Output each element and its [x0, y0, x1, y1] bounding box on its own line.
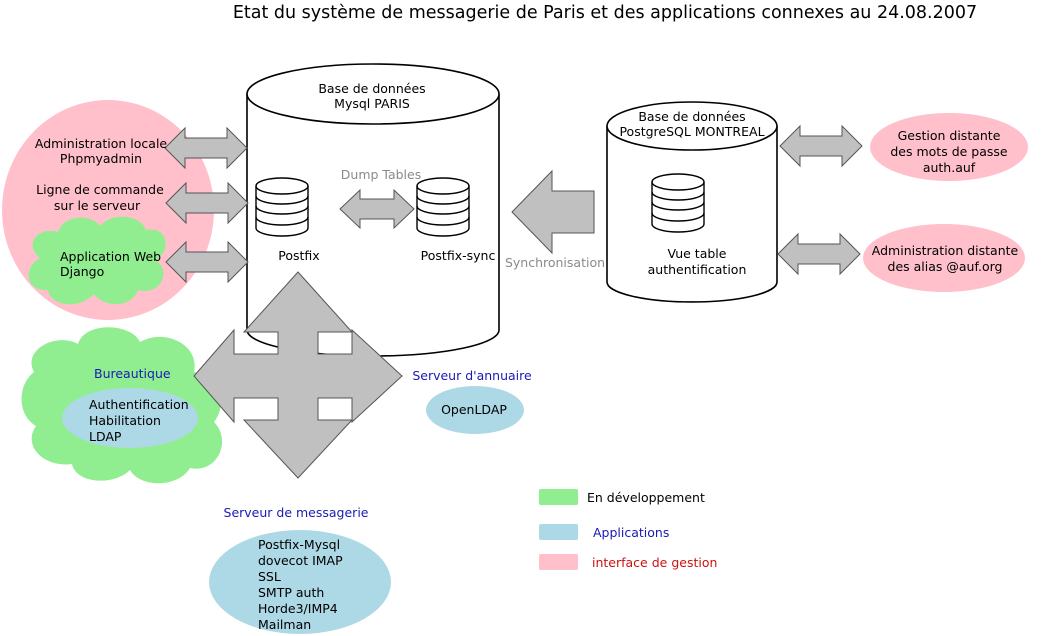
gestion-distante-label-3: auth.auf: [923, 160, 976, 175]
legend-label-apps: Applications: [593, 525, 669, 540]
vue-table-disk-icon: [651, 173, 705, 233]
messagerie-ellipse: [209, 530, 391, 634]
openldap-label: OpenLDAP: [441, 402, 507, 417]
ligne-commande-double-arrow: [165, 181, 249, 225]
bureautique-item-3: LDAP: [89, 429, 122, 444]
app-web-label-1: Application Web: [60, 249, 161, 264]
app-web-label-2: Django: [60, 264, 104, 279]
openldap-ellipse: [426, 386, 524, 434]
postfix-sync-disk-icon: [416, 177, 470, 237]
bureautique-item-2: Habilitation: [89, 413, 161, 428]
admin-locale-double-arrow: [164, 126, 248, 170]
diagram-title: Etat du système de messagerie de Paris e…: [233, 3, 977, 23]
messagerie-item-5: Horde3/IMP4: [258, 601, 338, 616]
db-paris-label-2: Mysql PARIS: [334, 96, 410, 111]
admin-distante-double-arrow: [777, 232, 861, 276]
four-way-arrow: [193, 271, 403, 479]
gestion-distante-label-1: Gestion distante: [898, 128, 1001, 143]
db-montreal-label-2: PostgreSQL MONTREAL: [619, 124, 764, 139]
gestion-distante-label-2: des mots de passe: [890, 144, 1008, 159]
messagerie-item-1: Postfix-Mysql: [258, 537, 340, 552]
synchronisation-arrow: [511, 169, 595, 255]
legend-swatch-gestion: [539, 554, 578, 570]
admin-distante-label-2: des alias @auf.org: [888, 259, 1003, 274]
legend-swatch-dev: [539, 489, 578, 505]
gestion-distante-ellipse: [870, 113, 1028, 181]
legend-label-gestion: interface de gestion: [592, 555, 717, 570]
dump-tables-double-arrow: [339, 188, 415, 230]
postfix-disk-icon: [255, 177, 309, 237]
db-montreal-label-1: Base de données: [638, 109, 745, 124]
bureautique-apps-ellipse: [62, 388, 198, 448]
db-paris-label-1: Base de données: [318, 81, 425, 96]
ligne-commande-label-1: Ligne de commande: [36, 182, 164, 197]
ligne-commande-label-2: sur le serveur: [54, 198, 141, 213]
postfix-label: Postfix: [278, 248, 319, 263]
legend-swatch-apps: [539, 524, 578, 540]
messagerie-item-6: Mailman: [258, 617, 311, 632]
admin-locale-label-2: Phpmyadmin: [60, 151, 142, 166]
messagerie-item-3: SSL: [258, 569, 281, 584]
bureautique-item-1: Authentification: [89, 397, 189, 412]
admin-distante-ellipse: [863, 224, 1025, 292]
legend-label-dev: En développement: [587, 490, 705, 505]
app-web-double-arrow: [165, 240, 249, 284]
messagerie-item-2: dovecot IMAP: [258, 553, 343, 568]
bureautique-label: Bureautique: [94, 366, 171, 381]
messagerie-label: Serveur de messagerie: [224, 505, 369, 520]
dump-tables-label: Dump Tables: [341, 167, 421, 182]
messagerie-item-4: SMTP auth: [258, 585, 324, 600]
synchronisation-label: Synchronisation: [505, 255, 605, 270]
app-web-cloud: [28, 216, 166, 305]
vue-table-label-2: authentification: [648, 262, 747, 277]
postfix-sync-label: Postfix-sync: [421, 248, 496, 263]
admin-locale-label-1: Administration locale: [35, 136, 168, 151]
gestion-distante-double-arrow: [779, 124, 863, 168]
admin-distante-label-1: Administration distante: [872, 243, 1019, 258]
annuaire-label: Serveur d'annuaire: [412, 368, 532, 383]
vue-table-label-1: Vue table: [668, 246, 727, 261]
